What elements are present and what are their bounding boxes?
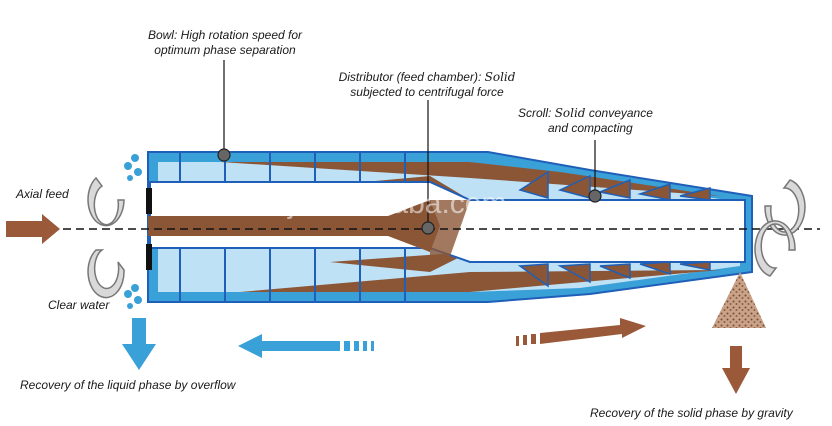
distributor-solid: Solid [484, 70, 516, 84]
flow-arrow-icon [516, 318, 646, 346]
flow-arrow-icon [722, 346, 750, 394]
solid-recovery-label: Recovery of the solid phase by gravity [590, 406, 793, 420]
bowl-label-line2: optimum phase separation [154, 43, 296, 57]
scroll-teeth [517, 170, 711, 288]
bowl-label-line1: Bowl: High rotation speed for [147, 28, 303, 42]
distributor-label-line2: subjected to centrifugal force [350, 85, 504, 99]
scroll-prefix: Scroll: [518, 106, 552, 120]
liquid-recovery-label: Recovery of the liquid phase by overflow [20, 378, 236, 392]
axial-feed-label: Axial feed [16, 187, 69, 201]
rotation-arrow-icon [87, 176, 125, 299]
flow-arrow-icon [238, 334, 374, 358]
callout-pointers [217, 60, 602, 235]
scroll-label: Scroll: Solid conveyance and compacting [518, 106, 653, 136]
scroll-label-line2: and compacting [548, 121, 633, 135]
solid-discharge-pile [712, 272, 766, 328]
watermark: xtxlxj.en.alibaba.com [228, 187, 506, 220]
distributor-prefix: Distributor (feed chamber): [338, 70, 482, 84]
bowl-label: Bowl: High rotation speed for optimum ph… [120, 28, 330, 58]
distributor-label-line1: Distributor (feed chamber): Solid [318, 70, 536, 85]
flow-arrow-icon [6, 214, 60, 244]
scroll-label-line1: Scroll: Solid conveyance [518, 106, 653, 121]
scroll-suffix: conveyance [588, 106, 653, 120]
scroll-blades [179, 152, 406, 302]
clear-water-label: Clear water [48, 298, 110, 312]
distributor-label: Distributor (feed chamber): Solid subjec… [318, 70, 536, 100]
bowl [146, 151, 753, 303]
flow-arrow-icon [122, 318, 156, 370]
splash-icon [124, 154, 142, 309]
scroll-solid: Solid [554, 106, 586, 120]
rotation-arrow-icon [754, 179, 806, 277]
